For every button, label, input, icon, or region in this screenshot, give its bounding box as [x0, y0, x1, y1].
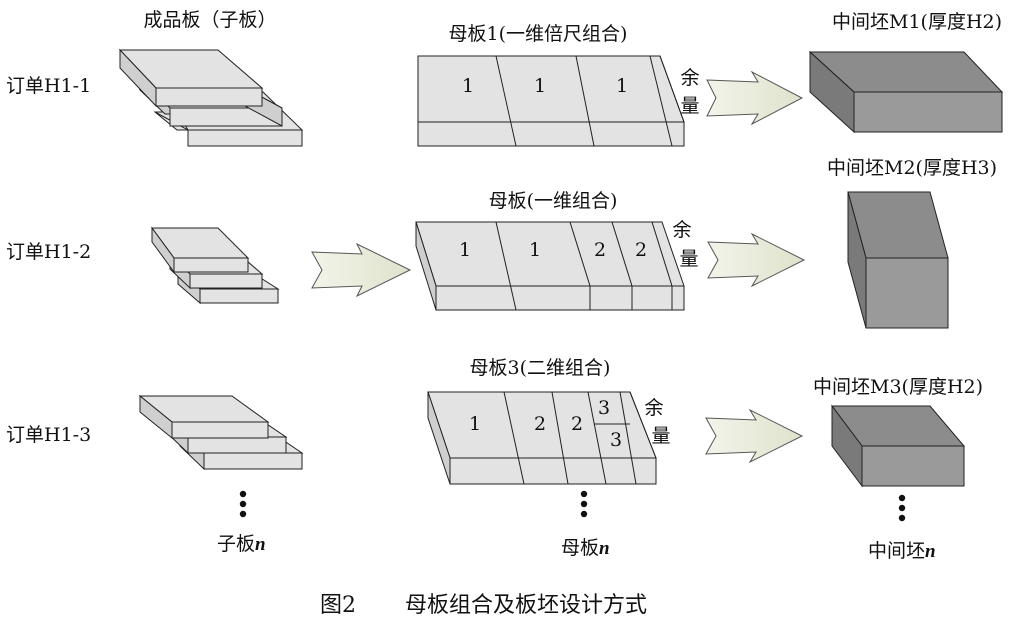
- order-label-3: 订单H1-3: [6, 424, 91, 446]
- figure-caption: 母板组合及板坯设计方式: [405, 593, 647, 618]
- intermediate-blank-m1: [808, 50, 1004, 134]
- child-panel-header: 成品板（子板）: [143, 9, 276, 31]
- arrow-icon: [707, 232, 806, 288]
- mother-2-segment: 1: [529, 239, 541, 261]
- mother-1-segment: 1: [534, 75, 546, 97]
- mother-3-segment: 3: [598, 397, 610, 419]
- blank-m3-header: 中间坯M3(厚度H2): [813, 376, 983, 398]
- figure-number: 图2: [320, 593, 356, 618]
- intermediate-blank-m2: [847, 191, 949, 329]
- order-label-1: 订单H1-1: [6, 75, 91, 97]
- order-label-2: 订单H1-2: [6, 241, 91, 263]
- continuation-dots: [580, 490, 588, 518]
- mother-2-segment: 1: [459, 239, 471, 261]
- mother-2-segment: 2: [594, 239, 606, 261]
- continuation-dots: [898, 494, 906, 522]
- remainder-label-bottom: 量: [680, 95, 699, 117]
- arrow-icon: [705, 408, 804, 464]
- mother-plate-3-header: 母板3(二维组合): [470, 357, 611, 379]
- mother-1-segment: 1: [462, 75, 474, 97]
- child-panel-stack-1: [118, 48, 304, 147]
- mother-1-segment: 1: [616, 75, 628, 97]
- arrow-icon: [706, 70, 804, 126]
- continuation-dots: [239, 490, 247, 518]
- child-panel-n-label: 子板n: [217, 533, 266, 555]
- mother-plate-1: [417, 55, 685, 147]
- remainder-label-bottom: 量: [679, 248, 698, 270]
- mother-plate-3: [427, 391, 657, 485]
- mother-2-segment: 2: [635, 239, 647, 261]
- mother-plate-n-label: 母板n: [561, 537, 610, 559]
- child-panel-stack-2: [151, 226, 280, 305]
- mother-plate-2: [415, 221, 685, 311]
- blank-m2-header: 中间坯M2(厚度H3): [827, 157, 997, 179]
- intermediate-blank-m3: [831, 404, 966, 488]
- blank-m1-header: 中间坯M1(厚度H2): [832, 11, 1002, 33]
- mother-3-segment: 2: [571, 413, 583, 435]
- mother-3-segment: 2: [534, 413, 546, 435]
- mother-plate-2-header: 母板(一维组合): [489, 190, 618, 212]
- mother-3-segment: 3: [610, 429, 622, 451]
- mother-3-segment: 1: [469, 413, 481, 435]
- child-panel-stack-3: [138, 394, 304, 471]
- remainder-label-top: 余: [644, 397, 663, 419]
- arrow-icon: [311, 242, 412, 298]
- remainder-label-bottom: 量: [651, 425, 670, 447]
- mother-plate-1-header: 母板1(一维倍尺组合): [449, 23, 628, 45]
- remainder-label-top: 余: [680, 67, 699, 89]
- blank-n-label: 中间坯n: [868, 540, 936, 562]
- remainder-label-top: 余: [672, 219, 691, 241]
